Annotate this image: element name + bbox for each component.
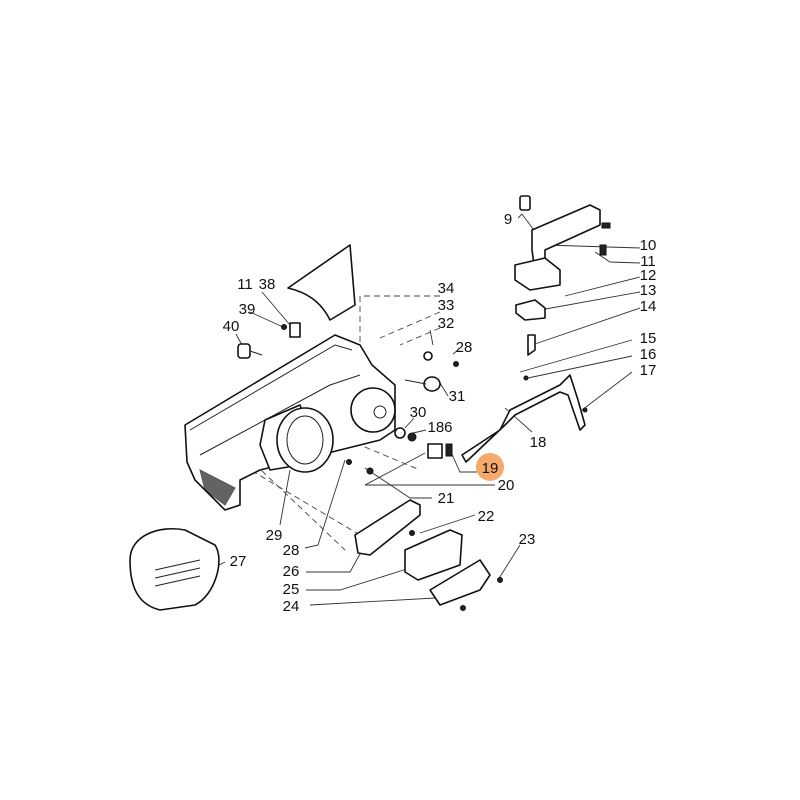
- callout-13[interactable]: 13: [640, 282, 657, 299]
- callout-20[interactable]: 20: [498, 477, 515, 494]
- callout-30[interactable]: 30: [410, 404, 427, 421]
- lower-parts: [354, 499, 491, 606]
- callout-14[interactable]: 14: [640, 298, 657, 315]
- guard-plate: [287, 244, 356, 321]
- callout-21[interactable]: 21: [438, 490, 455, 507]
- callout-11-left[interactable]: 11: [237, 276, 253, 293]
- callout-10[interactable]: 10: [640, 237, 657, 254]
- callout-39[interactable]: 39: [239, 301, 256, 318]
- callout-18[interactable]: 18: [530, 434, 547, 451]
- callout-40[interactable]: 40: [223, 318, 240, 335]
- callout-23[interactable]: 23: [519, 531, 536, 548]
- callout-186[interactable]: 186: [427, 419, 452, 436]
- callout-28-lower[interactable]: 28: [283, 542, 300, 559]
- callout-11[interactable]: 11: [640, 253, 656, 270]
- callout-25[interactable]: 25: [283, 581, 300, 598]
- callout-28-upper[interactable]: 28: [456, 339, 473, 356]
- callout-labels: 9 10 11 12 13 14 15 16 17 18 19 20 21 22…: [223, 211, 657, 615]
- bracket-assembly: [461, 195, 611, 463]
- air-filter: [129, 528, 220, 611]
- small-parts: [237, 322, 503, 611]
- callout-32[interactable]: 32: [438, 315, 455, 332]
- callout-27[interactable]: 27: [230, 553, 247, 570]
- callout-33[interactable]: 33: [438, 297, 455, 314]
- callout-16[interactable]: 16: [640, 346, 657, 363]
- callout-24[interactable]: 24: [283, 598, 300, 615]
- callout-34[interactable]: 34: [438, 280, 455, 297]
- callout-12[interactable]: 12: [640, 267, 657, 284]
- callout-38[interactable]: 38: [259, 276, 276, 293]
- callout-31[interactable]: 31: [449, 388, 466, 405]
- callout-9[interactable]: 9: [504, 211, 512, 228]
- callout-15[interactable]: 15: [640, 330, 657, 347]
- callout-22[interactable]: 22: [478, 508, 495, 525]
- highlight-marker: [476, 453, 504, 481]
- main-housing: [184, 334, 396, 511]
- callout-26[interactable]: 26: [283, 563, 300, 580]
- callout-17[interactable]: 17: [640, 362, 657, 379]
- callout-19[interactable]: 19: [482, 460, 499, 477]
- callout-29[interactable]: 29: [266, 527, 283, 544]
